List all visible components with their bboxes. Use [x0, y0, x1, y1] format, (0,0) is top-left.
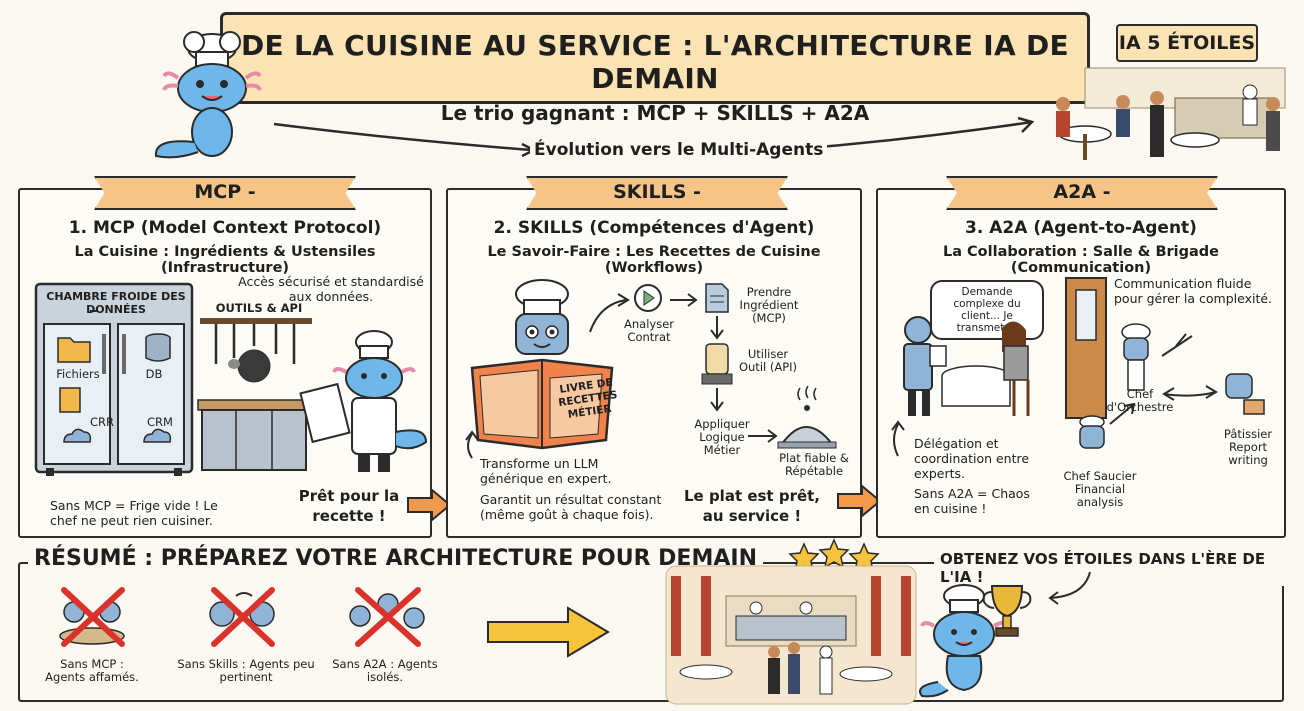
fridge-item-crm: CRM	[147, 415, 173, 429]
axolotl-chef-icon	[154, 31, 262, 159]
skills-ready: Le plat est prêt, au service !	[683, 487, 821, 525]
title-banner: DE LA CUISINE AU SERVICE : L'ARCHITECTUR…	[220, 12, 1090, 125]
step-logic: Appliquer Logique Métier	[694, 417, 750, 457]
skills-ribbon: SKILLS - EXECUTION	[526, 176, 788, 210]
tools-label: OUTILS & API	[215, 301, 303, 315]
restaurant-interior-icon	[665, 565, 917, 705]
step-result: Plat fiable & Répétable	[779, 451, 849, 478]
step-analyze: Analyser Contrat	[624, 317, 674, 344]
a2a-warning: Sans A2A = Chaos en cuisine !	[914, 486, 1030, 516]
client-speech-bubble: Demande complexe du client... Je transme…	[930, 280, 1044, 340]
brigade-network-icon	[1079, 323, 1265, 449]
summary-item-mcp: Sans MCP : Agents affamés.	[45, 657, 139, 684]
summary-goal: OBTENEZ VOS ÉTOILES DANS L'ÈRE DE L'IA !	[934, 550, 1304, 586]
fridge-icon	[34, 282, 194, 476]
a2a-comm-note: Communication fluide pour gérer la compl…	[1114, 276, 1273, 306]
skills-note-expert: Transforme un LLM générique en expert.	[480, 456, 612, 486]
step-ingredient: Prendre Ingrédient (MCP)	[739, 285, 799, 325]
chef-orchestre-label: Chef d'Orchestre	[1106, 387, 1174, 414]
irrelevant-agents-icon	[209, 587, 275, 647]
arrow-to-trophy	[1048, 571, 1091, 605]
mcp-subtitle: La Cuisine : Ingrédients & Ustensiles (I…	[74, 244, 376, 276]
kitchen-tools-icon	[197, 318, 312, 471]
summary-item-skills: Sans Skills : Agents peu pertinent	[177, 657, 315, 684]
arrow-delegation	[891, 420, 905, 457]
mcp-title: 1. MCP (Model Context Protocol)	[68, 218, 382, 238]
arrow-skills-to-a2a	[837, 483, 882, 519]
a2a-delegation: Délégation et coordination entre experts…	[914, 436, 1030, 481]
mcp-warning: Sans MCP = Frige vide ! Le chef ne peut …	[50, 498, 218, 528]
mcp-ready: Prêt pour la recette !	[298, 487, 400, 525]
workflow-diagram	[589, 283, 837, 449]
a2a-title: 3. A2A (Agent-to-Agent)	[965, 218, 1197, 238]
robot-chef-icon	[470, 279, 614, 450]
skills-note-constant: Garantit un résultat constant (même goût…	[480, 492, 662, 522]
three-stars-icon	[788, 538, 880, 573]
fridge-label: CHAMBRE FROIDE DES DONNÉES	[46, 290, 186, 316]
skills-subtitle: Le Savoir-Faire : Les Recettes de Cuisin…	[487, 244, 821, 276]
evolution-label: Évolution vers le Multi-Agents	[530, 140, 828, 160]
restaurant-scene-icon	[1056, 67, 1286, 160]
summary-arrow	[487, 606, 610, 658]
axolotl-trophy-icon	[919, 584, 1032, 698]
failure-icons	[59, 587, 425, 647]
isolated-agents-icon	[349, 587, 425, 647]
step-tool: Utiliser Outil (API)	[738, 347, 798, 374]
stars-badge: IA 5 ÉTOILES	[1116, 24, 1258, 62]
fridge-item-db: DB	[145, 367, 163, 381]
arrow-mcp-to-skills	[407, 487, 452, 523]
mcp-ribbon: MCP - FOUNDATIONS	[94, 176, 356, 210]
a2a-ribbon: A2A - ORCHESTRATION	[946, 176, 1218, 210]
dining-room-icon	[903, 277, 1107, 419]
arrow-to-book	[465, 430, 479, 459]
fridge-item-crr: CRR	[89, 415, 114, 429]
skills-title: 2. SKILLS (Compétences d'Agent)	[493, 218, 815, 238]
access-note: Accès sécurisé et standardisé aux donnée…	[238, 274, 424, 304]
a2a-subtitle: La Collaboration : Salle & Brigade (Comm…	[942, 244, 1220, 276]
summary-title: RÉSUMÉ : PRÉPAREZ VOTRE ARCHITECTURE POU…	[28, 546, 763, 571]
fridge-item-files: Fichiers	[56, 367, 100, 381]
page-title: DE LA CUISINE AU SERVICE : L'ARCHITECTUR…	[241, 29, 1069, 95]
axolotl-inspector-icon	[299, 330, 428, 472]
saucier-label: Chef Saucier Financial analysis	[1063, 469, 1137, 509]
summary-item-a2a: Sans A2A : Agents isolés.	[332, 657, 438, 684]
hungry-agents-icon	[59, 587, 125, 647]
page-subtitle: Le trio gagnant : MCP + SKILLS + A2A	[440, 101, 870, 125]
patissier-label: Pâtissier Report writing	[1223, 427, 1273, 467]
